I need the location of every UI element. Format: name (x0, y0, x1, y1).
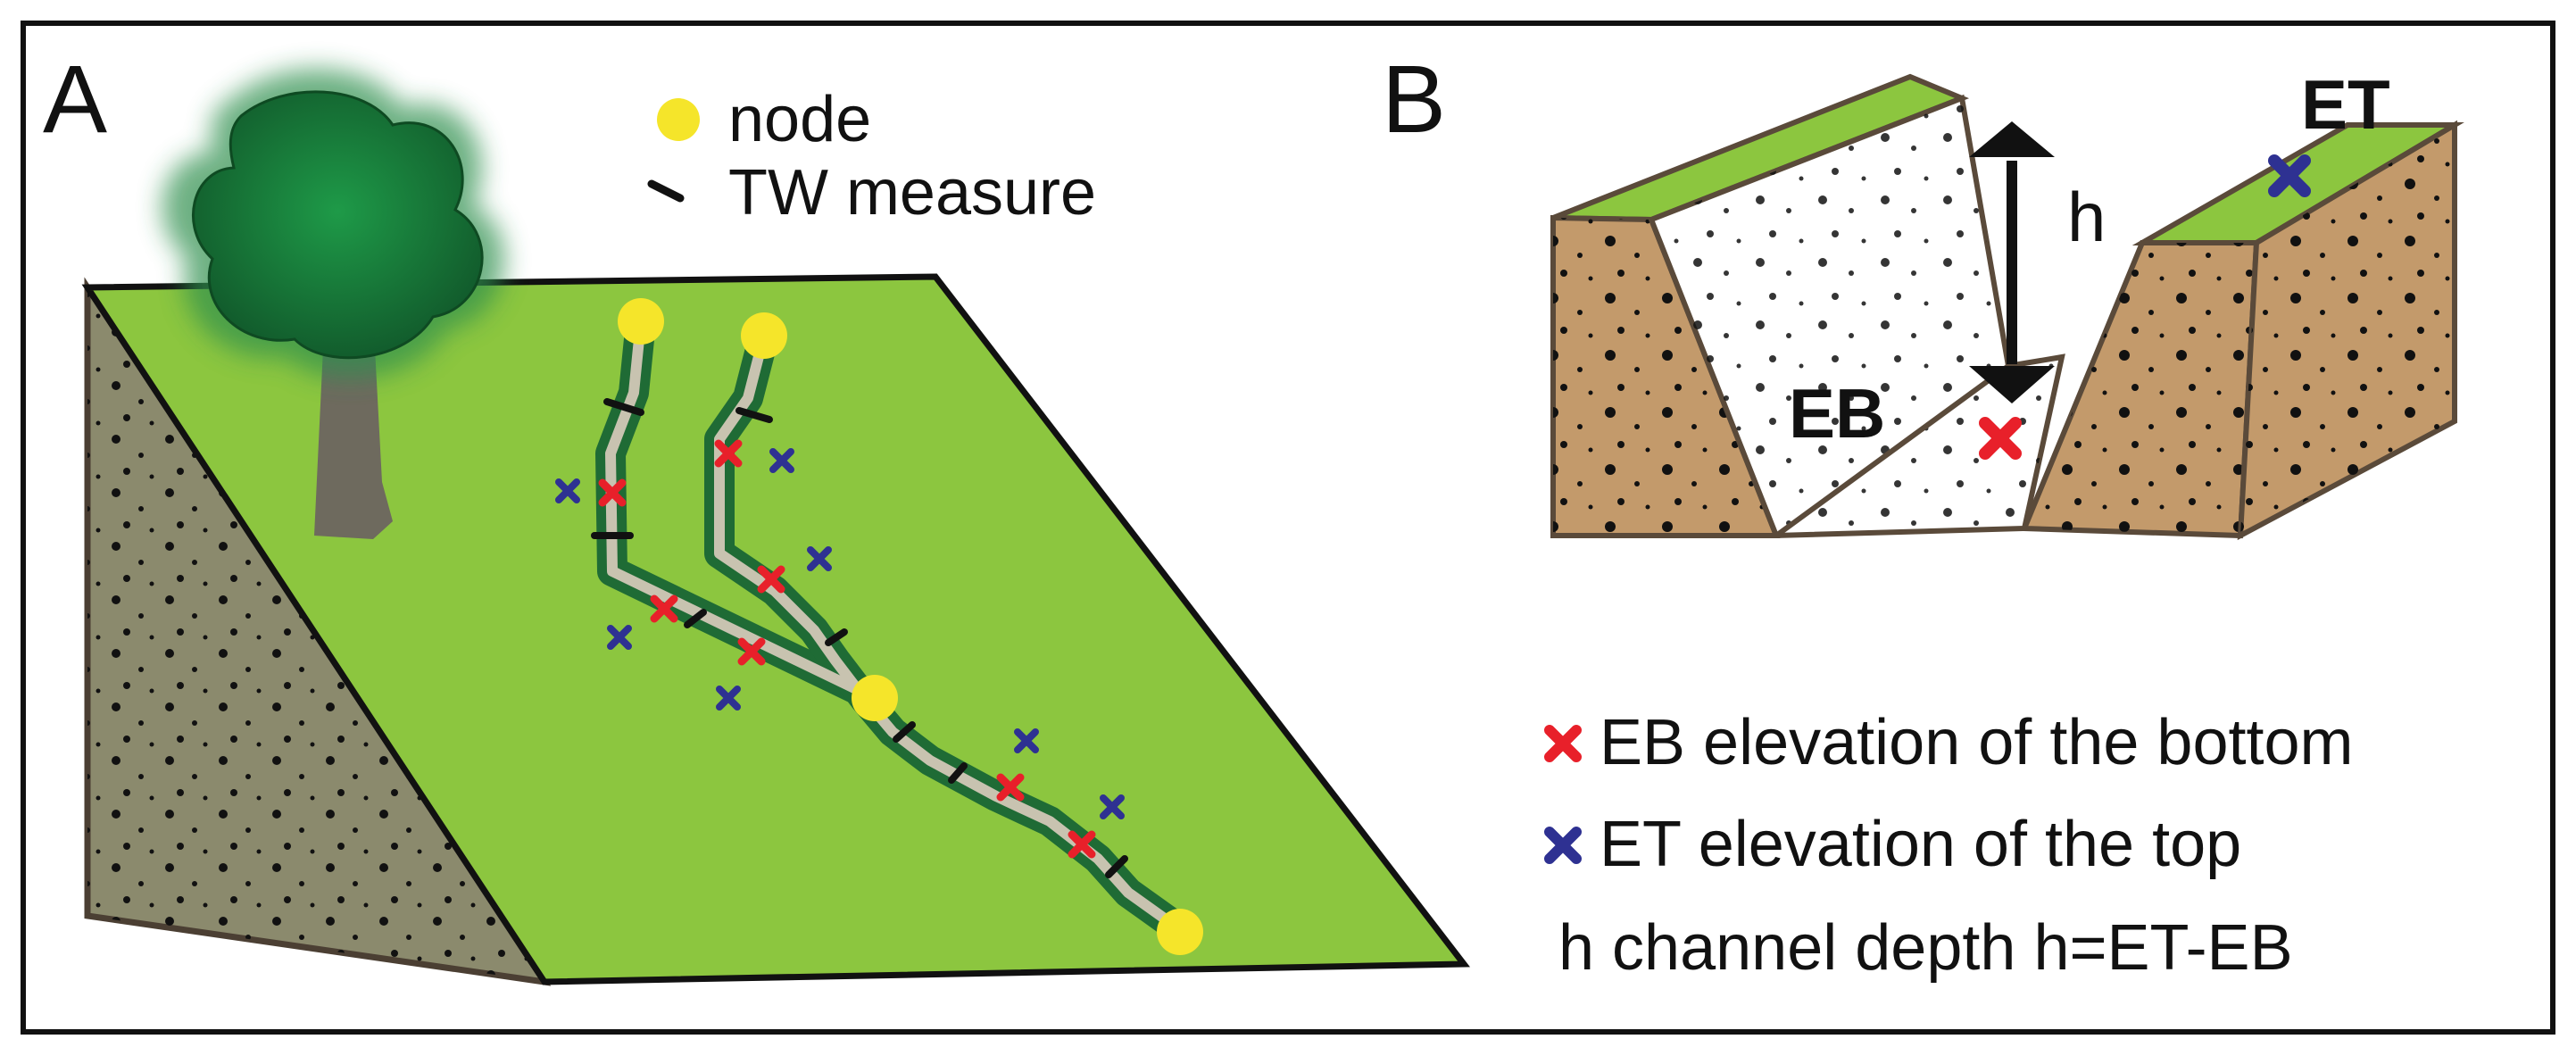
eb-label: EB (1789, 374, 1885, 453)
eb-cross (714, 439, 743, 468)
panel-a-letter: A (43, 45, 107, 153)
eb-cross (598, 478, 627, 507)
h-label: h (2067, 178, 2106, 256)
panel-b-letter: B (1382, 45, 1446, 153)
tw-measure (893, 721, 916, 743)
tw-measure (825, 628, 848, 646)
tw-measure (735, 407, 773, 423)
node (741, 312, 787, 359)
tw-measure-marks (591, 398, 1128, 878)
et-legend-icon (1544, 827, 1582, 864)
node (618, 298, 664, 345)
et-cross (1100, 794, 1125, 819)
h-arrow: h (1969, 121, 2106, 403)
tw-measure (684, 609, 707, 628)
eb-legend-text: EB elevation of the bottom (1600, 707, 2354, 778)
et-cross (607, 625, 632, 650)
eb-cross-large (1979, 417, 2022, 460)
right-bank-inner-texture (2024, 243, 2256, 536)
tw-measure (948, 762, 968, 784)
panel-a-legend: node TW measure (647, 84, 1096, 229)
node-markers (618, 298, 1203, 955)
tw-measure (1105, 855, 1128, 878)
right-bank-side-texture (2240, 125, 2455, 536)
node-legend-label: node (728, 84, 871, 155)
bottom-legend: EB elevation of the bottom ET elevation … (1544, 707, 2354, 984)
et-cross (555, 478, 580, 503)
channel-bed-line (1774, 363, 2010, 538)
et-markers (555, 448, 1125, 819)
et-cross-large (2268, 154, 2311, 197)
tw-measure (603, 398, 644, 416)
et-cross (807, 546, 832, 571)
node (852, 675, 898, 721)
et-label: ET (2301, 65, 2390, 144)
node (1157, 909, 1203, 955)
channel-wall-texture (1651, 98, 2062, 536)
eb-cross (1068, 830, 1096, 859)
eb-cross (650, 594, 678, 623)
eb-cross (737, 637, 766, 666)
tw-legend-icon (647, 179, 685, 203)
et-cross (1014, 728, 1039, 753)
node-legend-icon (657, 98, 700, 141)
et-cross (769, 448, 794, 473)
eb-cross (996, 773, 1025, 802)
eb-cross (757, 565, 785, 594)
eb-legend-icon (1544, 725, 1582, 762)
tree-icon (162, 69, 505, 539)
grass-surface (81, 273, 1471, 985)
panel-a: A (43, 45, 1471, 986)
panel-b: B h EB ET (1382, 45, 2464, 541)
h-legend-text: h channel depth h=ET-EB (1558, 912, 2293, 984)
et-cross (716, 686, 741, 711)
tw-legend-label: TW measure (728, 157, 1096, 229)
left-bank-texture (1553, 218, 1776, 536)
et-legend-text: ET elevation of the top (1600, 809, 2241, 880)
eb-markers (598, 439, 1096, 859)
